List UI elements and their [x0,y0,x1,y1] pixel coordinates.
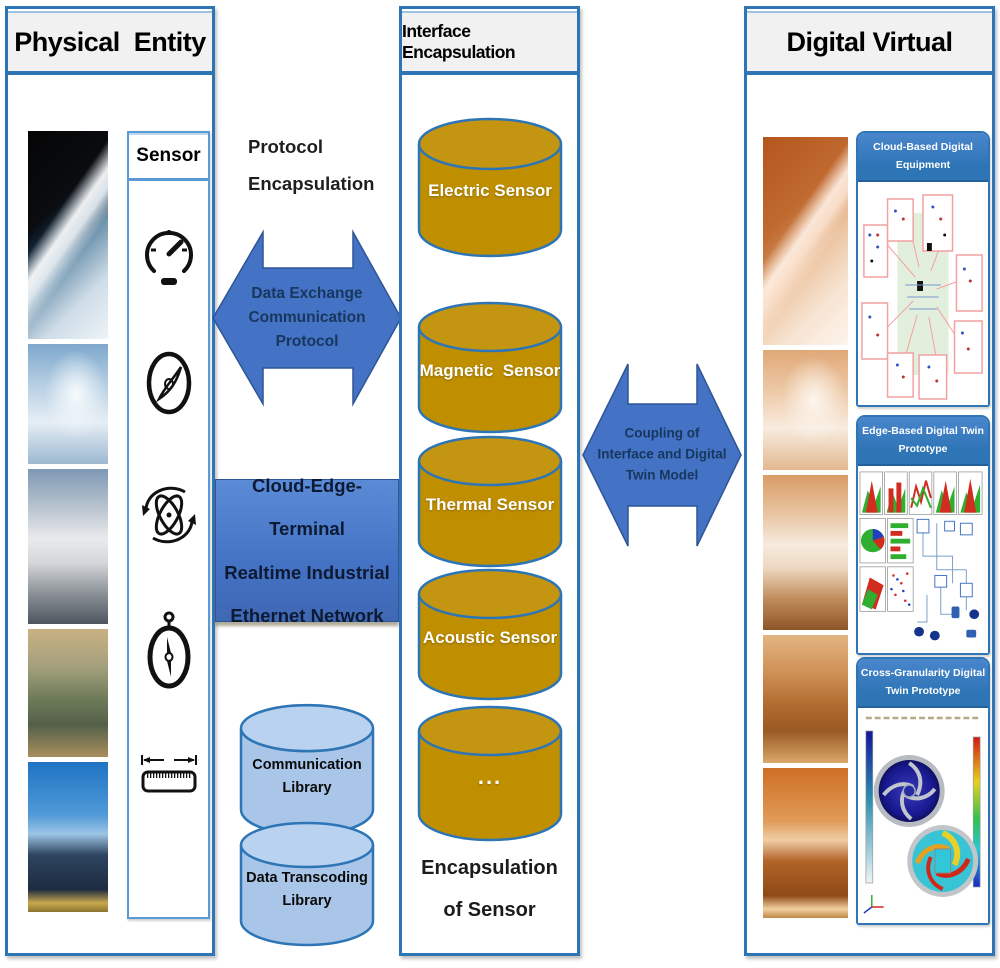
digital-virtual-column: Digital Virtual Cloud-Based Digital Equi… [744,6,995,956]
data-exchange-arrow-label: Data Exchange Communication Protocol [248,284,366,351]
interface-encapsulation-header: Interface Encapsulation [402,11,577,75]
interface-encapsulation-title: Interface Encapsulation [402,21,516,62]
other-sensor-label: ... [477,763,503,789]
physical-entity-header: Physical Entity [8,11,212,75]
digital-virtual-title: Digital Virtual [786,26,953,57]
space-shuttle-orange-photo [763,137,848,345]
digital-virtual-header: Digital Virtual [747,11,992,75]
interface-encapsulation-column: Interface Encapsulation Electric Sensor … [399,6,580,956]
edge-based-digital-twin-title: Edge-Based Digital Twin Prototype [858,417,988,466]
physical-photo-strip [28,131,108,917]
cross-granularity-digital-twin-title: Cross-Granularity Digital Twin Prototype [858,659,988,708]
coupling-arrow: Coupling of Interface and Digital Twin M… [581,346,743,564]
airplane-photo [28,344,108,464]
gyroscope-atom-icon [138,479,200,556]
cfd-impeller-simulation [858,711,988,923]
tank-orange-photo [763,635,848,763]
network-layout-diagram [858,185,988,405]
high-speed-train-orange-photo [763,475,848,630]
data-transcoding-library-cylinder: Data Transcoding Library [237,819,377,951]
cloud-based-digital-equipment-panel: Cloud-Based Digital Equipment [856,131,990,407]
communication-library-label: Communication Library [252,756,362,796]
wind-solar-farm-orange-photo [763,768,848,918]
chart-dashboard-and-flow-diagram [858,469,988,653]
electric-sensor-cylinder: Electric Sensor [414,114,566,262]
magnetic-sensor-label: Magnetic Sensor [419,360,561,380]
protocol-encapsulation-label: Protocol Encapsulation [248,136,375,194]
compass-icon [142,344,196,427]
physical-entity-column: Physical Entity Sensor [5,6,215,956]
coupling-arrow-label: Coupling of Interface and Digital Twin M… [597,425,727,483]
acoustic-sensor-label: Acoustic Sensor [422,627,558,647]
encapsulation-of-sensor-caption: Encapsulation of Sensor [421,857,558,921]
wind-solar-farm-photo [28,762,108,912]
plumb-dial-icon [142,608,196,697]
space-shuttle-photo [28,131,108,339]
acoustic-sensor-cylinder: Acoustic Sensor [414,566,566,704]
speedometer-gauge-icon [141,221,197,292]
edge-based-digital-twin-panel: Edge-Based Digital Twin Prototype [856,415,990,655]
physical-entity-title: Physical Entity [14,26,206,57]
thermal-sensor-label: Thermal Sensor [425,494,555,514]
communication-library-cylinder: Communication Library [237,701,377,841]
thermal-sensor-cylinder: Thermal Sensor [414,433,566,571]
cross-granularity-digital-twin-panel: Cross-Granularity Digital Twin Prototype [856,657,990,925]
airplane-orange-photo [763,350,848,470]
magnetic-sensor-cylinder: Magnetic Sensor [414,299,566,437]
digital-photo-strip [763,137,848,923]
sensor-panel-title: Sensor [129,133,208,181]
ethernet-network-box: Cloud-Edge-Terminal Realtime Industrial … [215,475,399,626]
other-sensor-cylinder: ... [414,703,566,845]
high-speed-train-photo [28,469,108,624]
ruler-measure-icon [138,749,200,800]
electric-sensor-label: Electric Sensor [428,180,552,200]
sensor-panel: Sensor [127,131,210,919]
library-cylinders: Communication Library Data Transcoding L… [237,701,377,951]
sensor-icon-list [129,181,208,800]
data-transcoding-library-label: Data Transcoding Library [246,870,368,910]
tank-photo [28,629,108,757]
data-exchange-arrow: Data Exchange Communication Protocol [211,216,403,420]
cloud-based-digital-equipment-title: Cloud-Based Digital Equipment [858,133,988,182]
